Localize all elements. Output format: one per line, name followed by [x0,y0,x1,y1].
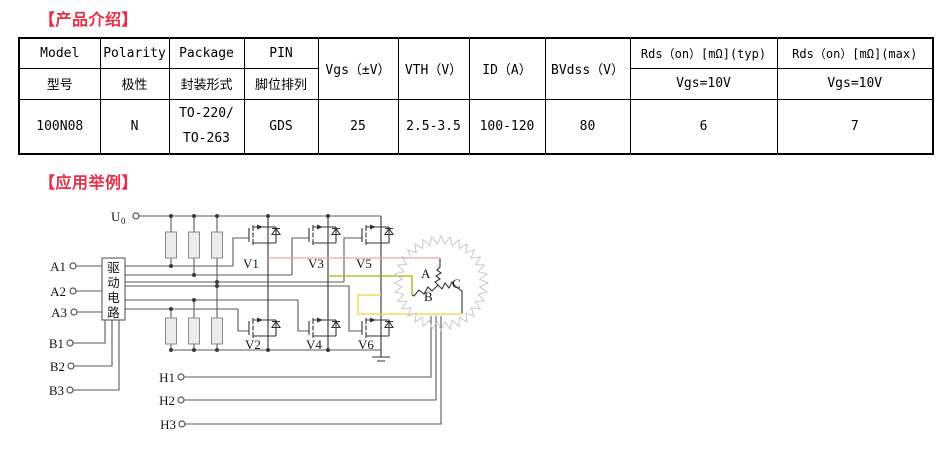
gate-line-v1 [125,237,249,267]
input-b2-terminal [67,362,75,370]
resistor [211,231,223,259]
header-pin-cn: 脚位排列 [243,67,319,100]
application-example-title: 【应用举例】 [39,175,139,192]
mosfet-v6 [361,316,394,339]
phase-a-wire [268,257,441,262]
input-b1-terminal [66,339,74,347]
motor-phase-a-label: A [421,266,431,281]
gate-line-v4 [125,299,309,332]
input-b3-terminal [66,386,74,394]
header-id: ID（A） [468,37,546,100]
header-model-cn: 型号 [18,67,101,100]
mosfet-v4-label: V4 [306,337,322,352]
mosfet-v2-label: V2 [245,337,261,352]
mosfet-v5 [361,223,394,246]
mosfet-v1-label: V1 [243,256,259,271]
header-rdson-max-condition: Vgs=10V [776,67,934,100]
gate-line-v5 [125,237,362,283]
cell-bvdss: 80 [544,98,631,155]
cell-package-line1: TO-220/ [179,106,234,122]
mosfet-v5-label: V5 [356,256,372,271]
cell-polarity: N [99,98,170,155]
supply-terminal [132,212,140,220]
resistor [165,317,177,345]
input-h3-label: H3 [160,417,176,432]
input-h2-label: H2 [159,393,175,408]
phase-rails [267,216,382,350]
header-polarity-cn: 极性 [99,67,170,100]
gate-line-v3 [125,237,309,276]
mosfet-v1 [248,223,281,246]
input-b1-label: B1 [49,336,64,351]
ground-icon [372,350,390,362]
header-model-en: Model [18,37,101,69]
input-a3-label: A3 [51,305,67,320]
gate-line-v6 [125,285,362,332]
driver-box-char4: 路 [107,305,120,320]
motor-phase-c-label: C [452,276,461,291]
resistor [165,231,177,259]
mosfet-v3-label: V3 [308,256,324,271]
input-b3-label: B3 [49,383,64,398]
input-h2-terminal [177,396,185,404]
cell-id: 100-120 [468,98,546,155]
spec-table: Model Polarity Package PIN Vgs（±V） VTH（V… [18,37,934,155]
product-intro-title: 【产品介绍】 [39,12,139,29]
driver-circuit-box [101,257,126,321]
header-rdson-typ: Rds（on）[mΩ](typ) [629,37,778,69]
cell-rdson-max: 7 [776,98,934,155]
header-package-cn: 封装形式 [168,67,245,100]
mosfet-v2 [248,316,281,339]
cell-model: 100N08 [18,98,101,155]
input-a1-label: A1 [50,259,66,274]
header-polarity-en: Polarity [99,37,170,69]
supply-label-subscript: 0 [121,216,126,226]
cell-vgs: 25 [317,98,399,155]
input-a2-terminal [69,287,77,295]
mosfet-v4 [308,316,341,339]
header-rdson-max: Rds（on）[mΩ](max) [776,37,934,69]
cell-vth: 2.5-3.5 [397,98,470,155]
header-vgs: Vgs（±V） [317,37,399,100]
motor-phase-b-label: B [424,289,433,304]
supply-label: U [111,209,121,224]
driver-box-char2: 动 [107,276,120,290]
cell-pin: GDS [243,98,319,155]
header-vth: VTH（V） [397,37,470,100]
header-rdson-typ-condition: Vgs=10V [629,67,778,100]
cell-rdson-typ: 6 [629,98,778,155]
input-h3-terminal [178,420,186,428]
mosfet-v6-label: V6 [358,337,374,352]
junction-dots [169,214,330,352]
cell-package-line2: TO-263 [183,131,230,147]
input-b2-label: B2 [50,359,65,374]
cell-package: TO-220/ TO-263 [168,98,245,155]
header-package-en: Package [168,37,245,69]
input-a2-label: A2 [50,284,66,299]
gate-line-v2 [125,308,249,332]
resistor [188,231,200,259]
input-a3-terminal [70,308,78,316]
driver-box-char1: 驱 [107,261,120,275]
motor-windings [411,259,463,313]
mosfet-v3 [308,223,341,246]
input-h1-terminal [177,373,185,381]
resistor [211,317,223,345]
input-a1-terminal [69,262,77,270]
input-h1-label: H1 [159,370,175,385]
resistor [188,317,200,345]
driver-box-char3: 电 [107,291,120,305]
phase-b-wire [328,275,413,295]
application-circuit-diagram: U 0 驱 动 电 路 A1 A2 A3 B1 B2 B3 H1 H2 H3 [49,209,490,432]
header-bvdss: BVdss（V） [544,37,631,100]
motor-ring [392,234,490,332]
header-pin-en: PIN [243,37,319,69]
